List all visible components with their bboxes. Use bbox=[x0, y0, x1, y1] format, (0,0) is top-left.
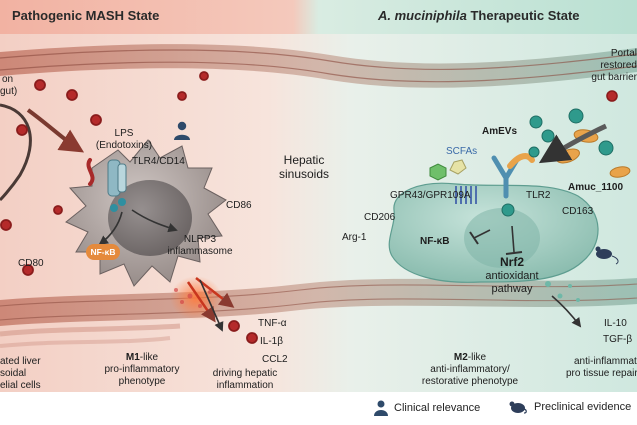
nrf2-title: Nrf2 bbox=[499, 255, 525, 269]
m1-suffix: -like bbox=[139, 352, 159, 363]
nrf2-line3: pathway bbox=[491, 283, 533, 295]
header-left: Pathogenic MASH State bbox=[12, 8, 160, 23]
tlr4-label: TLR4/CD14 bbox=[132, 156, 185, 167]
amuc-label: Amuc_1100 bbox=[568, 182, 624, 193]
portal-line3: gut barrier bbox=[591, 72, 637, 83]
lsec-line2: soidal bbox=[0, 368, 27, 379]
arg1-label: Arg-1 bbox=[342, 232, 367, 243]
header-right: A. muciniphila Therapeutic State bbox=[378, 8, 580, 24]
header-right-species: A. muciniphila bbox=[378, 8, 467, 23]
m1-line3: phenotype bbox=[118, 376, 166, 387]
legend-preclinical-label: Preclinical evidence bbox=[534, 401, 632, 413]
person-icon bbox=[374, 400, 388, 416]
cytokine-left-1: TNF-α bbox=[258, 318, 287, 329]
cd206-label: CD206 bbox=[364, 212, 396, 223]
lsec-line3: elial cells bbox=[0, 380, 41, 391]
portal-line2: restored bbox=[600, 60, 637, 71]
legend-preclinical: Preclinical evidence bbox=[508, 400, 631, 414]
m2-line3: restorative phenotype bbox=[421, 376, 519, 387]
driving-line1: driving hepatic bbox=[212, 368, 278, 379]
m2-line2: anti-inflammatory/ bbox=[430, 364, 510, 375]
legend-clinical-label: Clinical relevance bbox=[394, 402, 481, 414]
lps-label: LPS bbox=[114, 128, 134, 139]
cytokine-left-2: IL-1β bbox=[260, 336, 283, 347]
nlrp3-label: NLRP3 bbox=[183, 234, 217, 245]
nfkb-label-right: NF-κB bbox=[420, 236, 450, 247]
m1-bold: M1 bbox=[125, 352, 140, 363]
header-right-rest: Therapeutic State bbox=[466, 8, 580, 23]
scfas-label: SCFAs bbox=[446, 146, 478, 157]
gpr-label: GPR43/GPR109A bbox=[390, 190, 471, 201]
m2-suffix: -like bbox=[467, 352, 487, 363]
cytokine-left-3: CCL2 bbox=[262, 354, 288, 365]
legend-clinical: Clinical relevance bbox=[374, 400, 480, 416]
m2-title: M2-like bbox=[454, 352, 486, 364]
m1-line2: pro-inflammatory bbox=[104, 364, 180, 375]
nfkb-pill-left: NF-κB bbox=[86, 244, 120, 260]
tlr2-label: TLR2 bbox=[526, 190, 551, 201]
left-edge-line2: gut) bbox=[0, 86, 18, 97]
nlrp3-sublabel: inflammasome bbox=[167, 246, 233, 257]
anti-right-line2: pro tissue repair bbox=[566, 368, 637, 379]
cd80-label: CD80 bbox=[18, 258, 44, 269]
portal-line1: Portal bbox=[610, 48, 637, 59]
lsec-line1: ated liver bbox=[0, 356, 41, 367]
anti-right-line1: anti-inflammator bbox=[574, 356, 637, 367]
lps-sublabel: (Endotoxins) bbox=[95, 140, 153, 151]
sinusoids-line2: sinusoids bbox=[278, 167, 330, 181]
left-edge-line1: on bbox=[2, 74, 14, 85]
mouse-icon bbox=[509, 401, 527, 414]
cytokine-right-1: IL-10 bbox=[604, 318, 627, 329]
driving-line2: inflammation bbox=[216, 380, 274, 391]
cd86-label: CD86 bbox=[226, 200, 252, 211]
nrf2-line2: antioxidant bbox=[485, 270, 539, 282]
cd163-label: CD163 bbox=[562, 206, 594, 217]
m2-bold: M2 bbox=[453, 352, 468, 363]
sinusoids-line1: Hepatic bbox=[283, 153, 325, 167]
cytokine-right-2: TGF-β bbox=[603, 334, 633, 345]
m1-title: M1-like bbox=[126, 352, 158, 364]
amevs-label: AmEVs bbox=[482, 126, 518, 137]
